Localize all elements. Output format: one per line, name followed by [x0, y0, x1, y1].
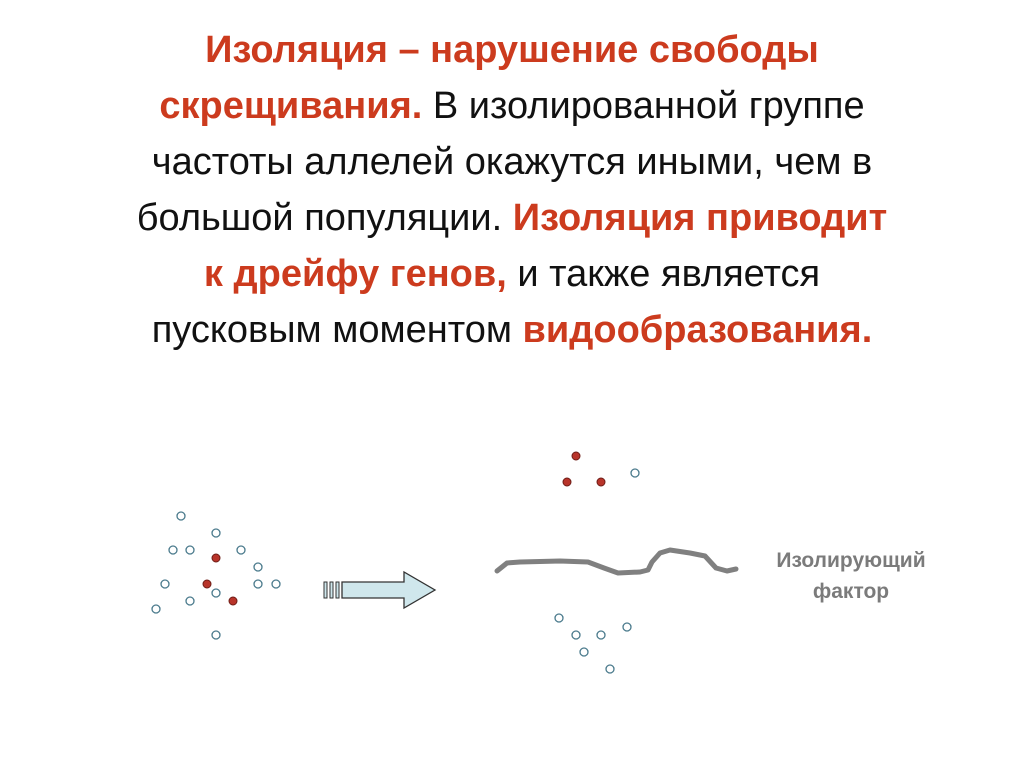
allele-b-dot	[554, 613, 564, 623]
isolated-group-lower	[554, 613, 632, 674]
allele-b-dot	[151, 604, 161, 614]
allele-b-dot	[176, 511, 186, 521]
text-segment: скрещивания.	[159, 85, 423, 127]
text-segment: и также является	[506, 253, 821, 295]
allele-b-dot	[579, 647, 589, 657]
allele-b-dot	[168, 545, 178, 555]
arrow-body	[341, 570, 437, 610]
allele-a-dot	[202, 579, 212, 589]
allele-b-dot	[236, 545, 246, 555]
original-population	[151, 511, 281, 640]
isolating-factor-label: Изолирующий фактор	[746, 545, 956, 607]
allele-b-dot	[596, 630, 606, 640]
text-line-5: к дрейфу генов, и также является	[0, 246, 1024, 302]
allele-b-dot	[622, 622, 632, 632]
text-line-4: большой популяции. Изоляция приводит	[0, 190, 1024, 246]
isolating-barrier	[494, 547, 739, 576]
allele-b-dot	[271, 579, 281, 589]
allele-b-dot	[160, 579, 170, 589]
text-line-6: пусковым моментом видообразования.	[0, 302, 1024, 358]
text-segment: большой популяции.	[136, 197, 513, 239]
slide-text: Изоляция – нарушение свободы скрещивания…	[0, 22, 1024, 358]
allele-b-dot	[185, 545, 195, 555]
text-segment: пусковым моментом	[151, 309, 523, 351]
allele-b-dot	[211, 588, 221, 598]
arrow-tail-stripe	[323, 581, 328, 599]
allele-b-dot	[211, 630, 221, 640]
allele-a-dot	[211, 553, 221, 563]
allele-b-dot	[571, 630, 581, 640]
allele-b-dot	[253, 562, 263, 572]
allele-b-dot	[253, 579, 263, 589]
text-line-2: скрещивания. В изолированной группе	[0, 78, 1024, 134]
text-line-1: Изоляция – нарушение свободы	[0, 22, 1024, 78]
text-segment: видообразования.	[522, 309, 873, 351]
allele-a-dot	[562, 477, 572, 487]
isolated-group-upper	[562, 451, 640, 487]
allele-a-dot	[571, 451, 581, 461]
allele-a-dot	[596, 477, 606, 487]
text-line-3: частоты аллелей окажутся иными, чем в	[0, 134, 1024, 190]
text-segment: к дрейфу генов,	[203, 253, 507, 295]
text-segment: Изоляция приводит	[512, 197, 888, 239]
allele-b-dot	[605, 664, 615, 674]
label-line: Изолирующий	[776, 549, 926, 572]
transition-arrow	[323, 570, 437, 610]
allele-b-dot	[185, 596, 195, 606]
arrow-tail-stripe	[335, 581, 340, 599]
text-segment: частоты аллелей окажутся иными, чем в	[151, 141, 873, 183]
allele-b-dot	[211, 528, 221, 538]
text-segment: В изолированной группе	[422, 85, 865, 127]
text-segment: Изоляция – нарушение свободы	[205, 29, 819, 71]
allele-a-dot	[228, 596, 238, 606]
allele-b-dot	[630, 468, 640, 478]
label-line: фактор	[812, 580, 890, 603]
arrow-tail-stripe	[329, 581, 334, 599]
